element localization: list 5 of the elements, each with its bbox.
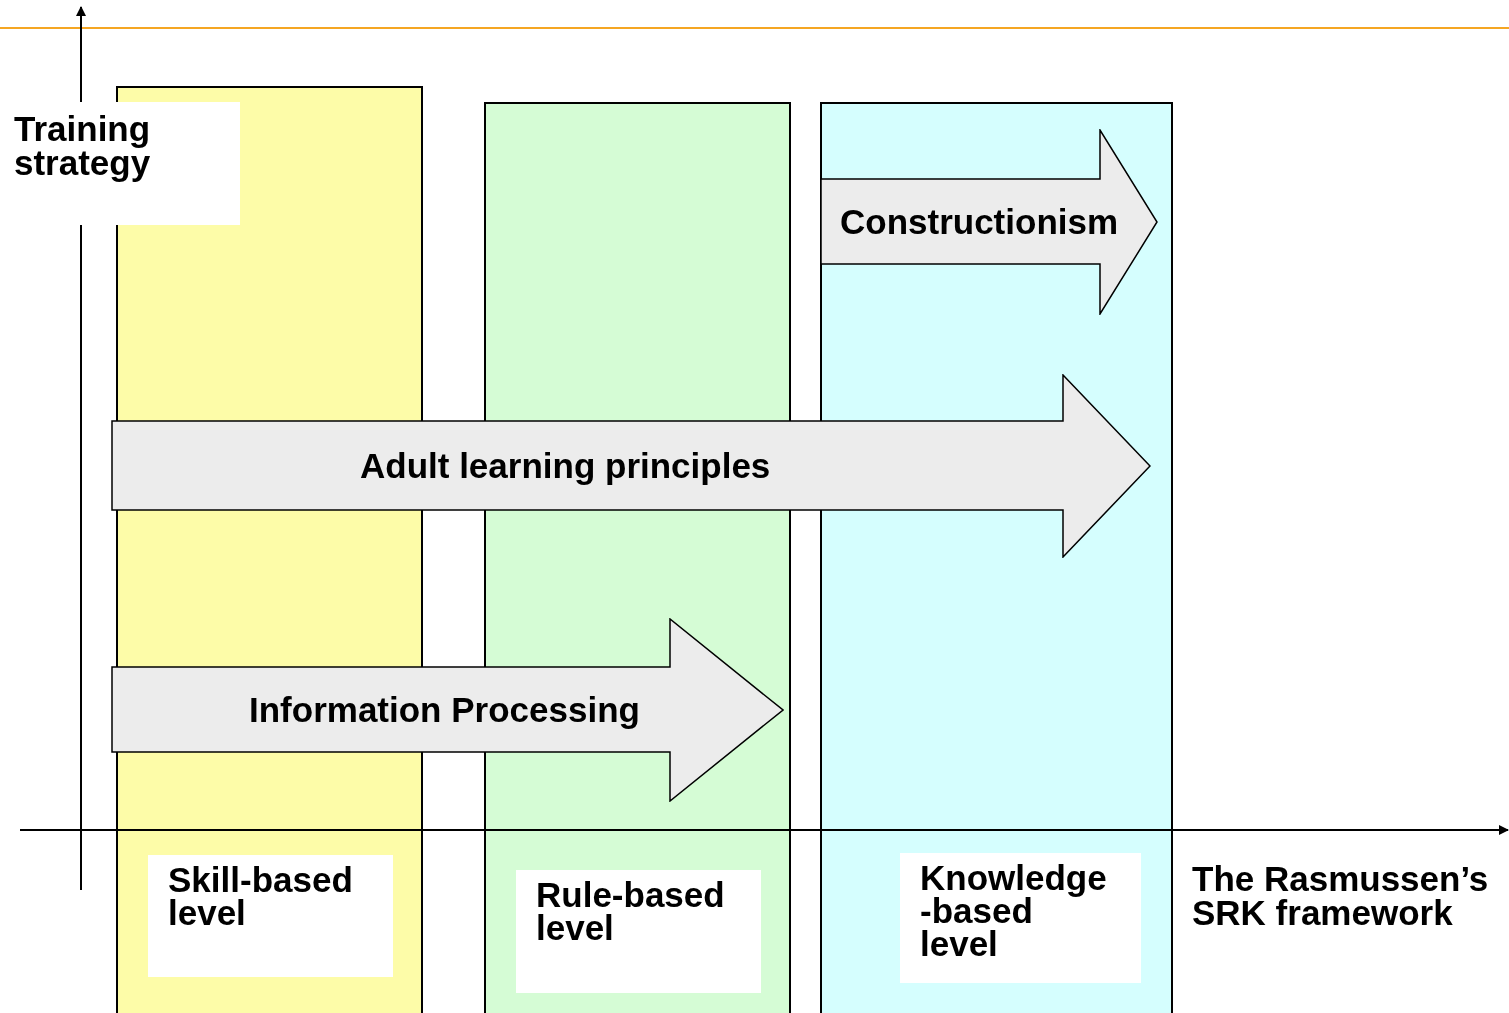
level-column: [820, 102, 1173, 1013]
strategy-label: Constructionism: [840, 204, 1119, 238]
level-label: Knowledge -based level: [900, 853, 1141, 983]
level-label: Skill-based level: [148, 855, 393, 977]
level-label: Rule-based level: [516, 870, 761, 993]
